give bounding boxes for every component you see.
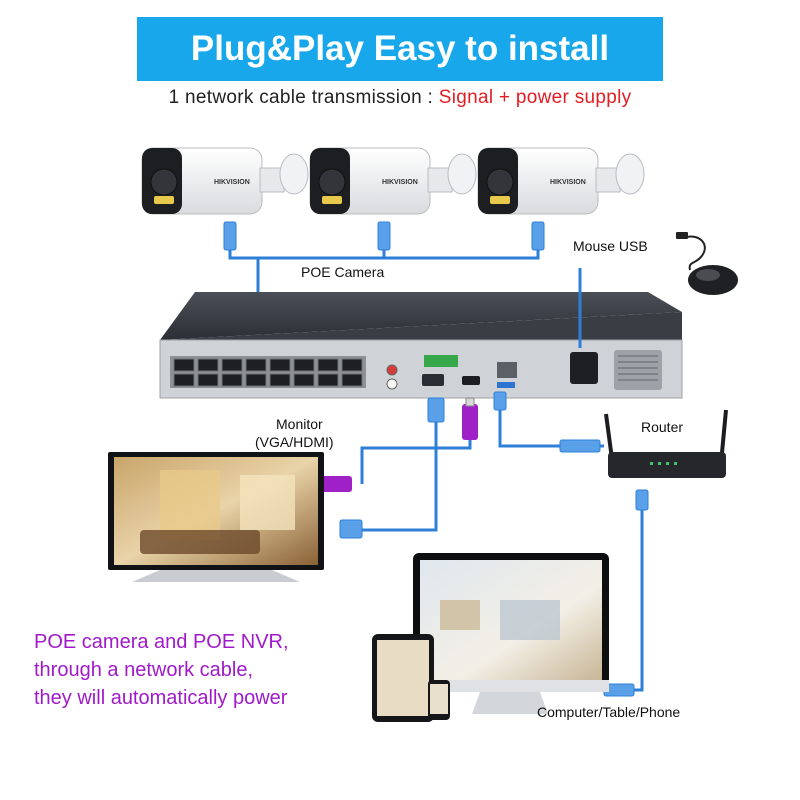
tv-monitor — [108, 452, 324, 582]
poe-port — [341, 358, 363, 372]
poe-note-line: POE camera and POE NVR, — [34, 631, 289, 653]
poe-port — [317, 358, 339, 372]
poe-nvr — [159, 292, 683, 399]
router-label: Router — [641, 419, 684, 435]
poe-port — [317, 373, 339, 387]
poe-port — [245, 358, 267, 372]
poe-port-array — [173, 358, 363, 387]
mouse-usb-label: Mouse USB — [573, 238, 648, 254]
monitor-label: Monitor — [276, 416, 323, 432]
camera-brand: HIKVISION — [550, 179, 586, 186]
camera-brand: HIKVISION — [214, 179, 250, 186]
poe-note-line: through a network cable, — [34, 659, 254, 681]
title-banner — [137, 17, 663, 81]
devices-label: Computer/Table/Phone — [537, 704, 681, 720]
usb-mouse — [676, 232, 738, 295]
poe-port — [197, 358, 219, 372]
hdmi-cable — [360, 440, 472, 484]
poe-port — [293, 358, 315, 372]
bullet-camera: HIKVISION — [477, 147, 645, 215]
poe-note-line: they will automatically power — [34, 687, 288, 709]
poe-note: POE camera and POE NVR, through a networ… — [34, 628, 289, 712]
rj45-connector-icon — [493, 391, 649, 697]
poe-port — [245, 373, 267, 387]
poe-port — [197, 373, 219, 387]
hdmi-usb-plug-icon — [311, 397, 478, 492]
poe-port — [221, 358, 243, 372]
client-devices — [372, 553, 609, 722]
poe-port — [173, 373, 195, 387]
camera-brand: HIKVISION — [382, 179, 418, 186]
poe-port — [173, 358, 195, 372]
subtitle-prefix: 1 network cable transmission : — [168, 87, 434, 108]
poe-port — [293, 373, 315, 387]
poe-camera-label: POE Camera — [301, 264, 385, 280]
vga-cable — [360, 420, 438, 532]
bullet-camera: HIKVISION — [141, 147, 309, 215]
subtitle: 1 network cable transmission : Signal + … — [0, 87, 800, 109]
subtitle-highlight: Signal + power supply — [438, 87, 632, 108]
vga-connector-icon — [339, 397, 445, 539]
banner-title: Plug&Play Easy to install — [190, 29, 610, 68]
poe-port — [341, 373, 363, 387]
router — [604, 409, 728, 478]
poe-port — [221, 373, 243, 387]
monitor-type-label: (VGA/HDMI) — [255, 434, 334, 450]
poe-port — [269, 358, 291, 372]
bullet-camera: HIKVISION — [309, 147, 477, 215]
poe-port — [269, 373, 291, 387]
